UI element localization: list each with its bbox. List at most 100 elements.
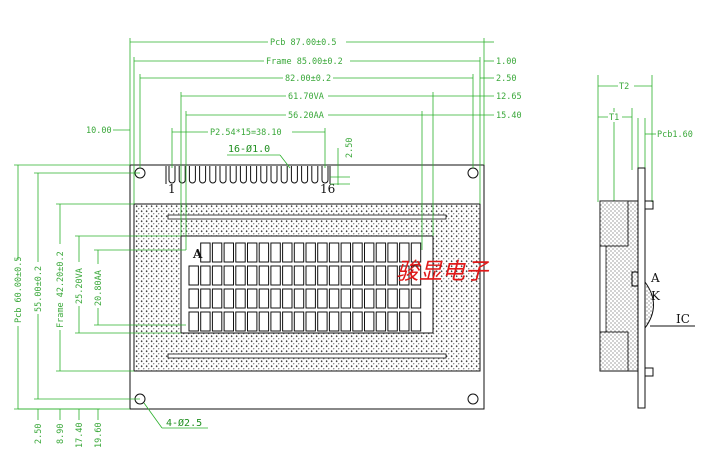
dim-frame-width: Frame 85.00±0.2	[266, 57, 343, 67]
character-grid	[188, 242, 422, 332]
dim-bottom-offset-1: 2.50	[34, 424, 44, 444]
character-cell	[375, 265, 387, 286]
character-cell	[352, 265, 363, 286]
character-cell	[247, 265, 258, 286]
character-cell	[364, 265, 375, 286]
side-ic-bump	[644, 280, 654, 330]
character-cell	[305, 288, 316, 309]
dim-pin-offset: 2.50	[345, 138, 355, 158]
front-view: A 1 16	[129, 164, 485, 410]
dim-overall-height: 55.00±0.2	[34, 266, 44, 312]
character-cell	[410, 311, 422, 332]
dim-mount-holes: 4-Ø2.5	[166, 417, 202, 429]
pin	[239, 166, 247, 184]
character-cell	[410, 265, 422, 286]
pin	[229, 166, 237, 184]
dim-right-offset-1: 1.00	[496, 57, 516, 67]
character-cell	[399, 265, 410, 286]
character-cell	[293, 265, 305, 286]
dim-right-offset-3: 12.65	[496, 92, 522, 102]
bottom-slot	[167, 353, 447, 359]
character-cell	[282, 311, 293, 332]
dim-pin-pitch: P2.54*15=38.10	[210, 128, 282, 138]
pin	[311, 166, 319, 184]
side-cathode-label: K	[651, 289, 661, 303]
side-ic-label: IC	[676, 312, 690, 326]
pin	[321, 166, 329, 184]
pin-last-label: 16	[320, 182, 335, 196]
character-cell	[328, 288, 340, 309]
character-cell	[293, 242, 305, 263]
character-cell	[200, 288, 211, 309]
character-cell	[375, 242, 387, 263]
mount-hole-top-right	[467, 167, 479, 179]
character-cell	[282, 288, 293, 309]
side-bezel-bottom	[599, 331, 629, 372]
dim-overall-width: 82.00±0.2	[285, 74, 331, 84]
dim-va-width: 61.70VA	[288, 92, 324, 102]
pin	[301, 166, 309, 184]
character-cell	[352, 242, 363, 263]
character-cell	[223, 265, 235, 286]
character-cell	[200, 311, 211, 332]
pin-first-label: 1	[168, 182, 176, 196]
mount-hole-bottom-right	[467, 393, 479, 405]
character-cell	[340, 311, 352, 332]
character-cell	[340, 288, 352, 309]
character-cell	[317, 242, 328, 263]
dim-pcb-width: Pcb 87.00±0.5	[270, 38, 337, 48]
dim-aa-height: 20.80AA	[94, 270, 104, 306]
side-t1-label: T1	[609, 113, 619, 123]
dim-bottom-offset-2: 8.90	[56, 424, 66, 444]
character-cell	[317, 265, 328, 286]
character-cell	[270, 242, 281, 263]
side-pcb	[637, 167, 646, 409]
dim-frame-height: Frame 42.20±0.2	[56, 251, 66, 328]
pin	[168, 166, 176, 184]
character-cell	[410, 242, 422, 263]
character-cell	[200, 242, 211, 263]
character-cell	[305, 265, 316, 286]
pin	[199, 166, 207, 184]
pin	[188, 166, 196, 184]
dim-bottom-offset-4: 19.60	[94, 422, 104, 448]
character-cell	[364, 311, 375, 332]
character-cell	[258, 242, 270, 263]
character-cell	[211, 288, 223, 309]
dim-bottom-offset-3: 17.40	[75, 422, 85, 448]
dim-aa-width: 56.20AA	[288, 111, 324, 121]
character-cell	[364, 242, 375, 263]
side-pcb-thickness: Pcb1.60	[657, 130, 693, 140]
character-cell	[235, 265, 246, 286]
character-cell	[340, 265, 352, 286]
side-view: T2 T1 Pcb1.60 A K IC	[597, 75, 695, 409]
character-cell	[340, 242, 352, 263]
dim-left-offset: 10.00	[86, 126, 112, 136]
dim-va-height: 25.20VA	[75, 268, 85, 304]
character-cell	[328, 265, 340, 286]
character-cell	[352, 288, 363, 309]
character-cell	[270, 265, 281, 286]
top-slot	[167, 214, 447, 220]
dim-right-offset-2: 2.50	[496, 74, 516, 84]
character-cell	[328, 311, 340, 332]
character-cell	[375, 311, 387, 332]
character-cell	[317, 311, 328, 332]
character-cell	[282, 265, 293, 286]
character-cell	[352, 311, 363, 332]
character-cell	[375, 288, 387, 309]
dim-pin-holes: 16-Ø1.0	[228, 143, 270, 155]
character-cell	[317, 288, 328, 309]
pin	[250, 166, 258, 184]
character-cell	[211, 311, 223, 332]
character-cell	[364, 288, 375, 309]
character-cell	[223, 311, 235, 332]
character-cell	[410, 288, 422, 309]
character-cell	[247, 311, 258, 332]
character-cell	[235, 311, 246, 332]
pin	[280, 166, 288, 184]
character-cell	[399, 311, 410, 332]
character-cell	[258, 311, 270, 332]
character-cell	[270, 288, 281, 309]
character-cell	[387, 265, 398, 286]
